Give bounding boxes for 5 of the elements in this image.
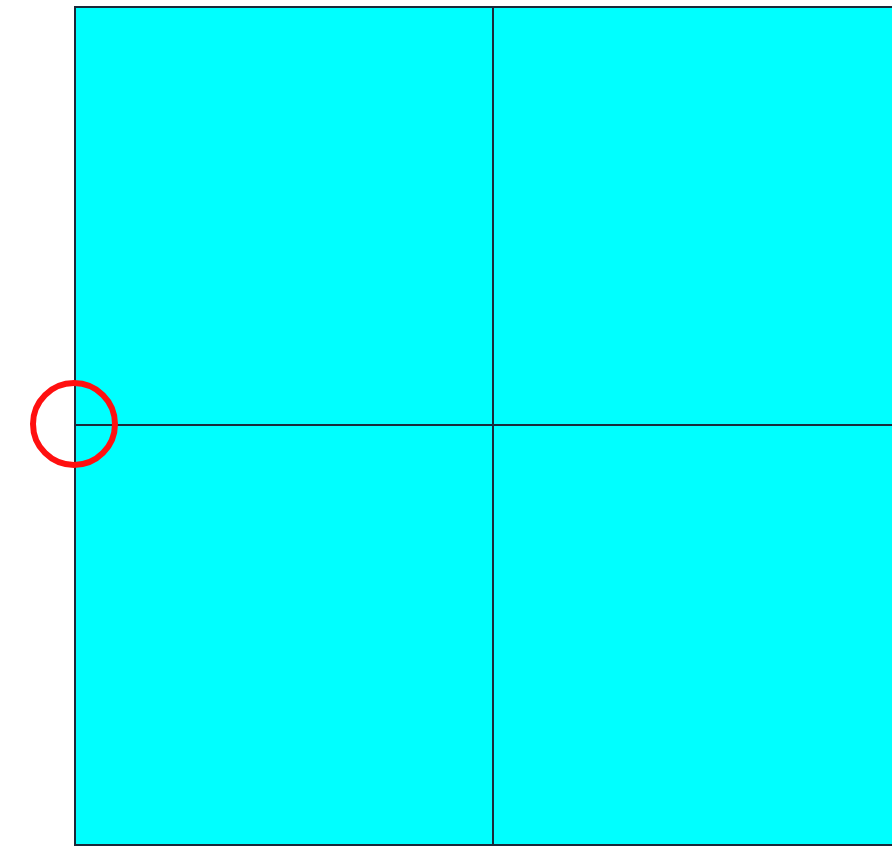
grid-cell (492, 424, 892, 846)
highlight-circle (30, 380, 118, 468)
grid-cell (74, 6, 494, 426)
grid-cell (74, 424, 494, 846)
grid-cell (492, 6, 892, 426)
